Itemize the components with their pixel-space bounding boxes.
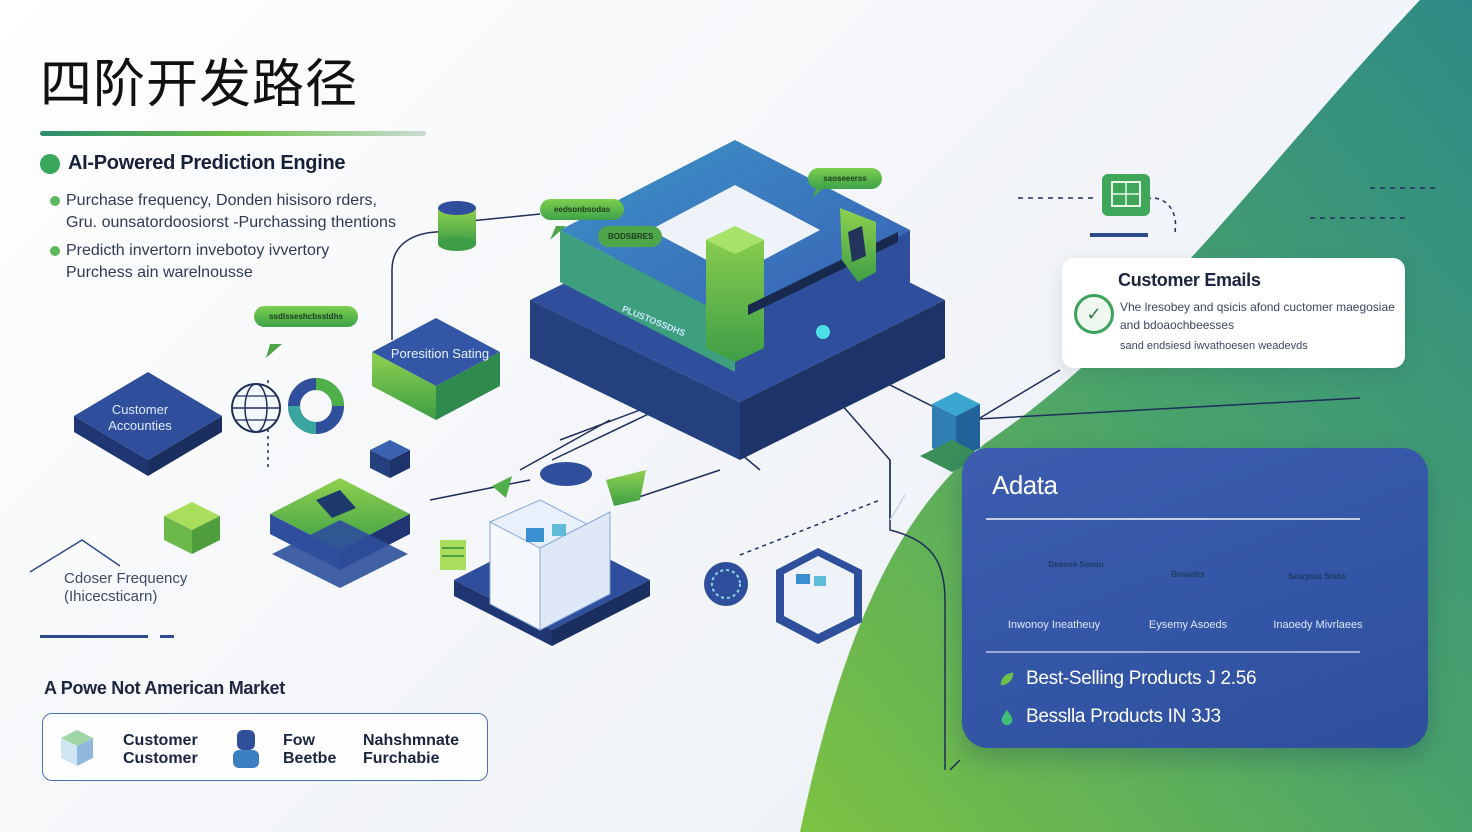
speech-bubble: BODSBRES [598,226,662,247]
emails-text: Vhe lresobey and qsicis afond cuctomer m… [1120,300,1395,332]
green-arrow [492,470,646,506]
feature-heading-text: AI-Powered Prediction Engine [68,152,346,174]
market-item: Customer Customer [123,732,198,768]
title-underline [40,131,426,136]
divider [160,635,174,638]
small-green-cube [164,502,220,554]
bullet-dot-icon [50,196,60,206]
globe-icon [231,383,281,433]
bullet-line: Purchase frequency, Donden hisisoro rder… [66,192,377,209]
customer-emails-card: Customer Emails ✓ Vhe lresobey and qsici… [1062,258,1405,368]
feature-heading: AI-Powered Prediction Engine [40,152,346,175]
best-selling-row: Best-Selling Products J 2.56 [998,668,1257,690]
divider [986,518,1360,520]
droplet-icon [1001,709,1013,726]
cloud-shape [540,462,592,486]
market-box: Customer Customer Fow Beetbe Nahshmnate … [42,713,488,781]
bar-chart-icon [440,540,466,570]
divider [986,651,1360,653]
server-stack [454,499,650,646]
best-selling-row: Besslla Products IN 3J3 [998,706,1221,728]
leaf-icon [1000,672,1014,686]
network-ball [704,562,748,606]
cube-mini-label: Searpsts Stsbs [1288,572,1346,581]
adata-title: Adata [992,470,1058,500]
database-cylinder [438,201,476,251]
cube-mini-label: Bosadks [1171,570,1205,579]
market-item-line: Customer [123,750,198,767]
bullet-line: Purchess ain warelnousse [66,264,253,281]
feature-bullet: Predicth invertorn invebotoy ivvertory P… [50,240,329,284]
check-icon: ✓ [1074,294,1114,334]
cube-label: Eysemy Asoeds [1148,619,1228,631]
market-item-line: Nahshmnate [363,732,460,749]
market-item: Fow Beetbe [283,732,336,768]
speech-bubble: ssdlsseshcbsstdhs [254,306,358,327]
small-navy-cube [370,440,410,478]
market-item-line: Fow [283,732,315,749]
accounts-node [74,372,222,476]
bullet-line: Gru. ounsatordoosiorst -Purchassing then… [66,214,396,231]
donut-chart-icon [288,378,344,434]
emails-subtext: sand endsiesd iwvathoesen weadevds [1120,340,1308,352]
central-platform [530,140,945,460]
speech-bubble: saoseeerss [808,168,882,189]
bullet-dot-icon [50,246,60,256]
user-icon [233,730,259,768]
device-cube [776,548,862,644]
divider [40,635,148,638]
market-item-line: Furchabie [363,750,440,767]
prediction-node [372,318,500,420]
adata-panel: Adata Deonss Seosn Bosadks Searpsts Stsb… [962,448,1428,748]
prediction-label: Poresition Sating [390,346,490,361]
layered-platform [270,478,410,588]
speech-bubble: eedsonbsodas [540,199,624,220]
cube-label: Inwonoy Ineatheuy [1007,619,1101,631]
market-item: Nahshmnate Furchabie [363,732,459,768]
heading-dot-icon [40,153,60,174]
best-selling-text: Besslla Products IN 3J3 [1026,706,1221,727]
market-heading: A Powe Not American Market [44,678,285,698]
best-selling-text: Best-Selling Products J 2.56 [1026,668,1257,689]
accounts-label: Customer Accounties [108,402,172,433]
page-title: 四阶开发路径 [40,55,359,115]
cube-label: Inaoedy Mivrlaees [1273,619,1363,631]
market-item-line: Beetbe [283,750,337,767]
cube-mini-label: Deonss Seosn [1048,560,1104,569]
market-item-line: Customer [123,732,198,749]
feature-bullet: Purchase frequency, Donden hisisoro rder… [50,190,396,234]
bullet-line: Predicth invertorn invebotoy ivvertory [66,242,330,259]
frequency-label: Cdoser Frequency (Ihicecsticarn) [64,570,188,605]
cube-icon [61,730,93,766]
emails-title: Customer Emails [1118,270,1261,290]
data-grid-icon [1102,174,1150,216]
